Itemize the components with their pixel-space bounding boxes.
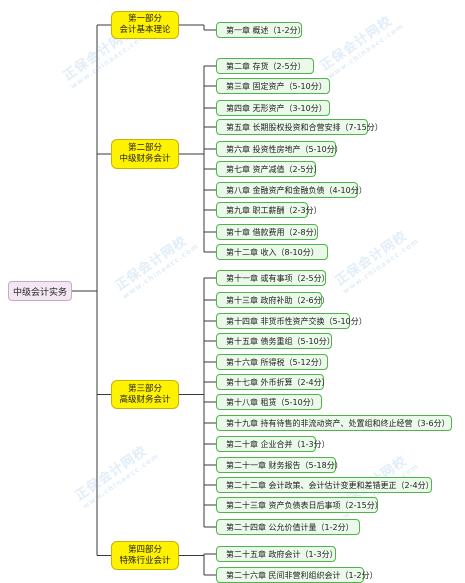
- chapter-node: 第十二章 收入（8-10分）: [216, 244, 328, 260]
- part-node-p1: 第一部分会计基本理论: [111, 11, 179, 39]
- part-title: 会计基本理论: [119, 25, 171, 35]
- chapter-node: 第二十六章 民间非营利组织会计（1-2分）: [216, 567, 378, 583]
- part-number: 第四部分: [127, 544, 162, 555]
- chapter-node: 第十八章 租赁（5-10分）: [216, 394, 322, 410]
- part-number: 第一部分: [127, 14, 162, 25]
- part-title: 特殊行业会计: [119, 555, 171, 566]
- chapter-node: 第三章 固定资产（5-10分）: [216, 78, 330, 94]
- chapter-node: 第八章 金融资产和金融负债（4-10分）: [216, 182, 367, 198]
- part-title: 中级财务会计: [119, 154, 171, 164]
- part-node-p4: 第四部分特殊行业会计: [111, 541, 179, 570]
- chapter-node: 第二十四章 公允价值计量（1-2分）: [216, 519, 360, 535]
- root-node: 中级会计实务: [8, 281, 72, 301]
- chapter-node: 第二十一章 财务报告（5-18分）: [216, 457, 343, 473]
- part-title: 高级财务会计: [119, 394, 171, 405]
- chapter-node: 第五章 长期股权投资和合营安排（7-15分）: [216, 119, 383, 135]
- chapter-node: 第二十三章 资产负债表日后事项（2-15分）: [216, 497, 383, 513]
- chapter-node: 第七章 资产减值（2-5分）: [216, 161, 322, 177]
- part-number: 第二部分: [127, 143, 162, 154]
- chapter-node: 第二章 存货（2-5分）: [216, 58, 314, 74]
- part-number: 第三部分: [127, 383, 162, 394]
- chapter-node: 第十七章 外币折算（2-4分）: [216, 374, 330, 390]
- chapter-node: 第二十二章 会计政策、会计估计变更和差错更正（2-4分）: [216, 477, 434, 493]
- chapter-node: 第一章 概述（1-2分）: [216, 22, 306, 38]
- chapter-node: 第十四章 非货币性资产交换（5-10分）: [216, 313, 367, 329]
- chapter-node: 第十三章 政府补助（2-6分）: [216, 292, 330, 308]
- part-node-p3: 第三部分高级财务会计: [111, 380, 179, 409]
- chapter-node: 第十一章 或有事项（2-5分）: [216, 270, 330, 286]
- chapter-node: 第十九章 持有待售的非流动资产、处置组和终止经营（3-6分）: [216, 415, 452, 431]
- part-node-p2: 第二部分中级财务会计: [111, 139, 179, 169]
- chapter-node: 第十五章 债务重组（5-10分）: [216, 333, 335, 349]
- chapter-node: 第十章 借款费用（2-8分）: [216, 224, 322, 240]
- chapter-node: 第四章 无形资产（3-10分）: [216, 100, 330, 116]
- chapter-node: 第六章 投资性房地产（5-10分）: [216, 141, 343, 157]
- chapter-node: 第九章 职工薪酬（2-3分）: [216, 202, 322, 218]
- chapter-node: 第二十章 企业合并（1-3分）: [216, 436, 330, 452]
- chapter-node: 第十六章 所得税（5-12分）: [216, 354, 328, 370]
- chapter-node: 第二十五章 政府会计（1-3分）: [216, 546, 338, 562]
